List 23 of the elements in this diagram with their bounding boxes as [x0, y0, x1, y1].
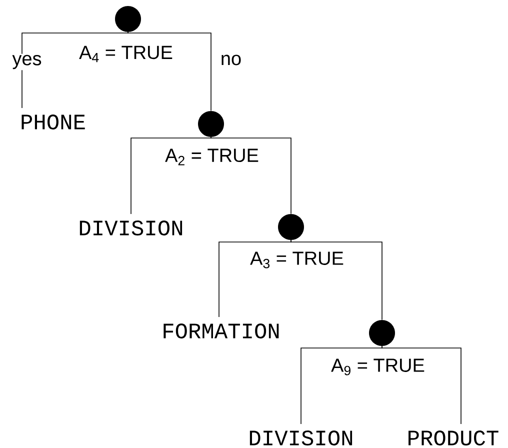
condition-label: A$_{4}$ = TRUE	[79, 46, 172, 62]
edge-label: yes	[11, 54, 43, 70]
condition-label: A$_{3}$ = TRUE	[250, 252, 344, 268]
leaf-label: FORMATION	[164, 324, 279, 338]
edge-label: no	[219, 54, 243, 66]
leaf-label: DIVISION	[250, 430, 352, 446]
branch-line	[22, 32, 128, 108]
decision-dot	[278, 214, 304, 240]
branch-line	[218, 240, 292, 318]
decision-dot	[115, 6, 141, 32]
branch-line	[130, 136, 212, 214]
branch-line	[300, 346, 382, 424]
decision-dot	[198, 111, 224, 137]
condition-label: A$_{9}$ = TRUE	[331, 358, 424, 376]
leaf-label: PHONE	[22, 114, 85, 130]
decision-dot	[369, 320, 395, 346]
condition-label: A$_{2}$ = TRUE	[165, 148, 258, 166]
leaf-label: PRODUCT	[408, 430, 498, 446]
branch-line	[382, 346, 462, 424]
branch-line	[128, 32, 212, 112]
branch-line	[290, 240, 382, 320]
branch-line	[210, 136, 292, 214]
leaf-label: DIVISION	[80, 220, 182, 236]
